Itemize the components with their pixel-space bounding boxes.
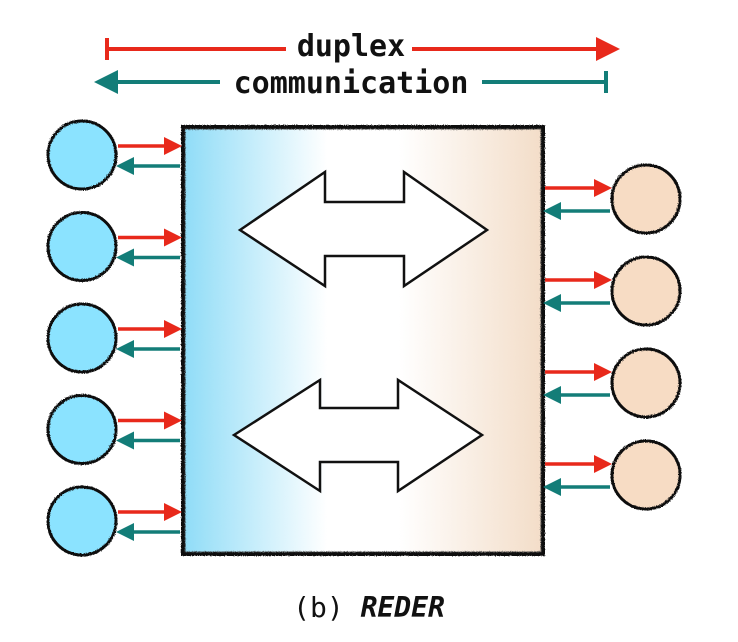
central-box-sketch-line: [184, 128, 542, 553]
right-nodes: [543, 163, 682, 511]
right-node-2-incoming-arrow: [545, 271, 612, 289]
left-node-2-outgoing-arrow: [118, 228, 182, 247]
central-box-rect: [181, 125, 545, 556]
left-node-5-incoming-arrow: [116, 523, 180, 541]
right-node-4-outgoing-arrow: [543, 478, 610, 496]
left-node-2-incoming-arrow: [116, 248, 180, 267]
central-box: [181, 125, 545, 556]
left-node-1-outgoing-arrow: [118, 137, 182, 155]
duplex-header: duplex communication: [94, 29, 620, 101]
left-node-3: [46, 302, 118, 374]
left-node-5-outgoing-arrow: [118, 503, 182, 521]
right-node-1: [610, 163, 682, 235]
right-node-1-outgoing-arrow: [543, 202, 610, 220]
inner-double-arrow-top: [237, 169, 490, 289]
header-line2: communication: [234, 66, 469, 101]
left-node-4-outgoing-arrow: [118, 411, 182, 430]
left-node-5: [46, 485, 118, 557]
left-node-3-incoming-arrow: [116, 340, 180, 358]
left-node-2: [46, 211, 118, 282]
right-node-3: [610, 347, 682, 419]
right-node-2: [610, 255, 682, 327]
caption-prefix: (b): [293, 591, 360, 624]
left-node-3-outgoing-arrow: [118, 320, 182, 338]
left-node-4-incoming-arrow: [116, 431, 180, 450]
right-node-4: [610, 439, 682, 511]
header-line1: duplex: [297, 29, 405, 64]
left-nodes: [46, 119, 182, 557]
left-node-1: [46, 119, 118, 191]
caption: (b) REDER: [293, 591, 445, 624]
left-node-1-incoming-arrow: [116, 157, 180, 175]
caption-name: REDER: [361, 591, 445, 624]
right-node-3-outgoing-arrow: [543, 386, 610, 404]
right-node-2-outgoing-arrow: [543, 294, 610, 312]
header-line1-bg: [286, 30, 412, 64]
header-line2-bg: [220, 65, 482, 99]
inner-double-arrow-bottom: [231, 377, 485, 494]
right-node-1-incoming-arrow: [545, 179, 612, 197]
right-node-3-incoming-arrow: [545, 363, 612, 381]
right-node-4-incoming-arrow: [545, 455, 612, 473]
left-node-4: [46, 394, 118, 465]
